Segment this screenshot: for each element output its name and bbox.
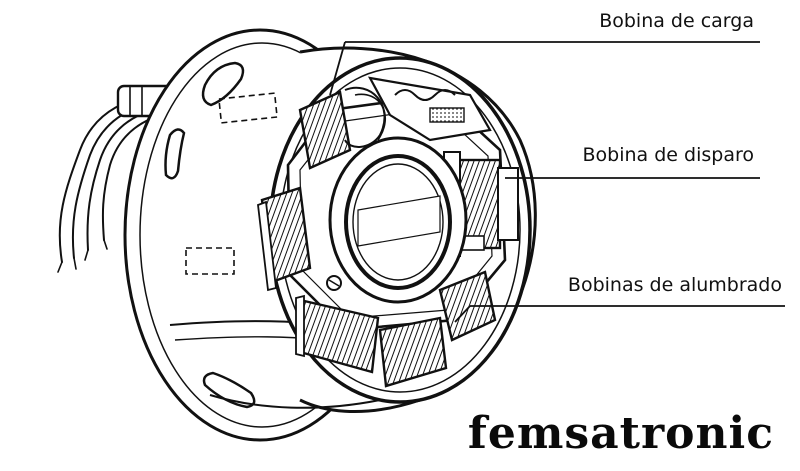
brand-wordmark: femsatronic <box>467 408 774 459</box>
dashed-plate-lower <box>185 247 235 275</box>
central-bore <box>328 136 468 304</box>
flange-slot-top <box>201 61 245 107</box>
charge-coil <box>298 76 492 170</box>
lighting-coils-lower <box>295 270 497 388</box>
flange-slot-left <box>164 128 186 180</box>
flange-slot-bottom <box>202 371 256 409</box>
leader-lines <box>329 41 785 323</box>
label-charge-coil: Bobina de carga <box>599 10 754 32</box>
label-lighting-coils: Bobinas de alumbrado <box>567 274 782 296</box>
lighting-coil-left <box>257 186 312 292</box>
label-trigger-coil: Bobina de disparo <box>582 144 754 166</box>
